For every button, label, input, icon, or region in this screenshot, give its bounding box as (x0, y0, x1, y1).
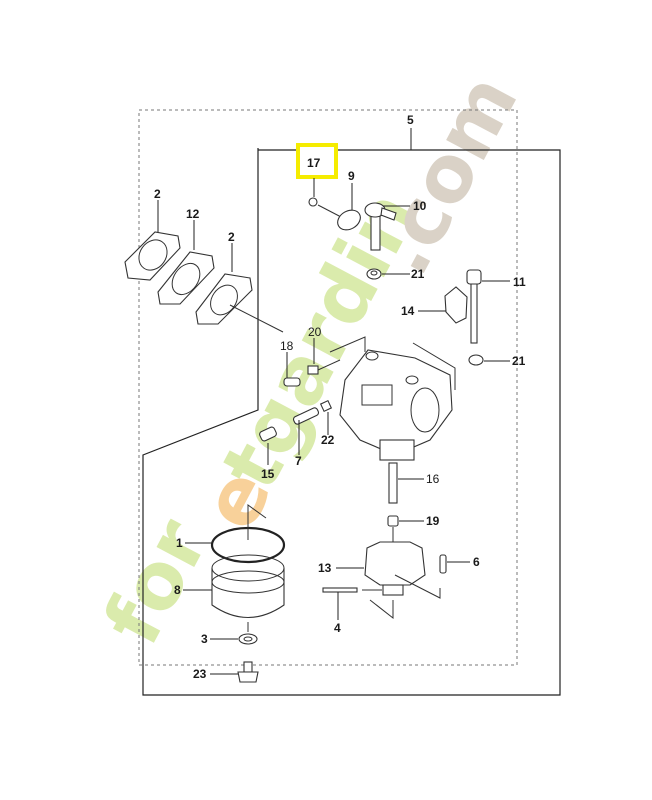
dashed-outer-frame (138, 109, 518, 666)
label-3: 3 (201, 632, 208, 646)
part-17-screw[interactable] (308, 197, 318, 207)
label-5: 5 (407, 113, 414, 127)
part-23-bolt[interactable] (243, 661, 253, 673)
label-6: 6 (473, 555, 480, 569)
part-14-choke-plate[interactable] (444, 286, 468, 324)
watermark-com: .com (357, 61, 535, 289)
label-22: 22 (321, 433, 335, 447)
part-16-main-nozzle[interactable] (388, 462, 398, 504)
carburetor-body[interactable] (339, 349, 453, 461)
label-14: 14 (401, 304, 415, 318)
part-12-insulator[interactable] (157, 251, 215, 305)
label-11: 11 (513, 275, 526, 289)
part-13-float[interactable] (364, 541, 426, 586)
label-13: 13 (318, 561, 332, 575)
label-1: 1 (176, 536, 183, 550)
part-21-washer-lower[interactable] (468, 354, 484, 366)
label-20: 20 (308, 325, 322, 339)
part-21-washer-top[interactable] (366, 268, 382, 280)
label-19: 19 (426, 514, 440, 528)
label-23: 23 (193, 667, 207, 681)
highlight-box-17[interactable] (296, 143, 338, 179)
label-4: 4 (334, 621, 341, 635)
part-9-throttle-plate[interactable] (334, 206, 364, 234)
part-11-choke-shaft[interactable] (470, 282, 478, 344)
label-10: 10 (413, 199, 427, 213)
label-16: 16 (426, 472, 440, 486)
label-2-left: 2 (154, 187, 161, 201)
part-4-float-pin[interactable] (322, 587, 358, 593)
part-15-idle-jet-holder[interactable] (259, 426, 278, 442)
part-20-spring[interactable] (307, 365, 319, 375)
part-19-main-jet[interactable] (387, 515, 399, 527)
label-8: 8 (174, 583, 181, 597)
label-18: 18 (280, 339, 294, 353)
label-12: 12 (186, 207, 200, 221)
part-2-gasket-left[interactable] (124, 231, 181, 281)
label-15: 15 (261, 467, 275, 481)
part-3-washer[interactable] (238, 633, 258, 645)
part-6-float-needle[interactable] (439, 554, 447, 574)
label-9: 9 (348, 169, 355, 183)
label-7: 7 (295, 454, 302, 468)
part-22-spring[interactable] (319, 399, 333, 413)
part-7-pilot-jet[interactable] (292, 407, 320, 425)
label-2-right: 2 (228, 230, 235, 244)
part-18-screw[interactable] (283, 377, 301, 387)
part-2-gasket-right[interactable] (195, 273, 253, 325)
label-21-top: 21 (411, 267, 425, 281)
label-17[interactable]: 17 (307, 156, 321, 170)
label-21-lower: 21 (512, 354, 526, 368)
